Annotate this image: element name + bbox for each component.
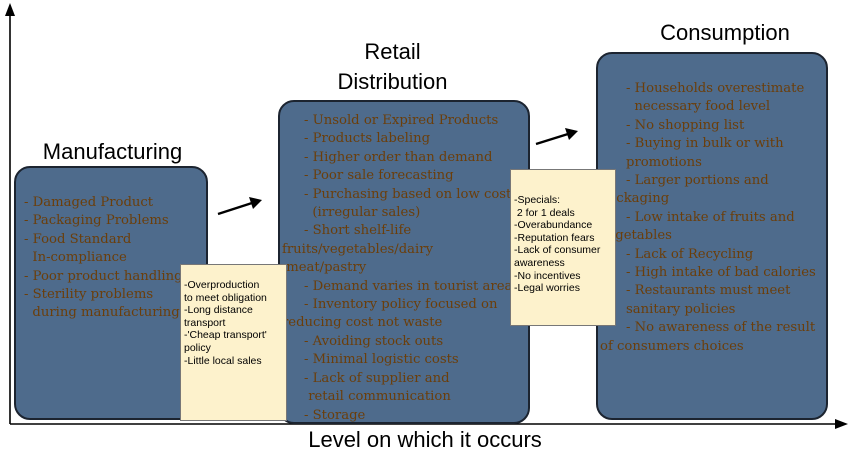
list-item: - Damaged Product — [24, 195, 154, 210]
consumption-causes-list: - Households overestimate necessary food… — [600, 80, 826, 356]
list-item: - Minimal logistic costs — [304, 352, 459, 368]
list-item: - Short shelf-life — [304, 223, 412, 239]
list-item: - Sterility problems — [24, 287, 154, 303]
list-item: In-compliance — [24, 250, 127, 266]
list-item: - Unsold or Expired Products — [304, 113, 499, 128]
note-item: -No incentives — [514, 269, 581, 282]
note-item: -Little local sales — [184, 354, 262, 367]
list-item: of consumers choices — [600, 338, 744, 354]
manufacturing-box: - Damaged Product - Packaging Problems -… — [14, 166, 208, 420]
list-item: - Lack of Recycling — [626, 246, 754, 262]
list-item: retail communication — [304, 389, 451, 405]
list-item: - Buying in bulk or with — [626, 136, 784, 152]
list-item: reducing cost not waste — [282, 315, 443, 331]
manufacturing-causes-list: - Damaged Product - Packaging Problems -… — [24, 194, 206, 323]
list-item: - Inventory policy focused on — [304, 297, 498, 313]
list-item: - Food Standard — [24, 231, 132, 247]
list-item: - High intake of bad calories — [626, 265, 816, 281]
list-item: - No awareness of the result — [626, 320, 816, 336]
list-item: sanitary policies — [626, 301, 736, 317]
manufacturing-title: Manufacturing — [42, 139, 183, 164]
note-item: -Reputation fears — [514, 231, 595, 244]
note-item: awareness — [514, 256, 565, 269]
note-manufacturing-to-retail-list: -Overproduction to meet obligation -Long… — [184, 279, 283, 367]
list-item: - Households overestimate — [626, 81, 805, 96]
list-item: - Poor product handling — [24, 268, 183, 284]
list-item: - Lack of supplier and — [304, 370, 450, 386]
consumption-title: Consumption — [660, 20, 790, 45]
arrowhead-retail-to-consumption — [565, 128, 578, 140]
list-item: necessary food level — [626, 99, 771, 115]
list-item: meat/pastry — [282, 260, 367, 276]
list-item: - Restaurants must meet — [626, 283, 791, 299]
arrow-retail-to-consumption — [535, 132, 569, 146]
note-item: to meet obligation — [184, 291, 267, 304]
note-item: -Specials: — [514, 194, 561, 206]
list-item: promotions — [626, 154, 702, 170]
list-item: - Larger portions and — [626, 173, 769, 189]
list-item: - Storage — [304, 407, 366, 423]
note-retail-to-consumption-list: -Specials: 2 for 1 deals -Overabundance … — [514, 194, 612, 295]
list-item: vegetables — [600, 228, 672, 244]
note-item: 2 for 1 deals — [514, 206, 575, 219]
list-item: - Demand varies in tourist areas — [304, 278, 520, 294]
retail-distribution-box: - Unsold or Expired Products - Products … — [278, 100, 530, 424]
note-item: policy — [184, 341, 211, 354]
list-item: - Products labeling — [304, 131, 431, 147]
note-manufacturing-to-retail: -Overproduction to meet obligation -Long… — [180, 264, 287, 421]
x-axis-label: Level on which it occurs — [308, 427, 542, 452]
note-item: transport — [184, 316, 226, 329]
retail-title-line-1: Retail — [364, 39, 421, 64]
list-item: - Low intake of fruits and — [626, 209, 795, 225]
note-item: -Overproduction — [184, 279, 260, 291]
list-item: - No shopping list — [626, 117, 745, 133]
arrowhead-manufacturing-to-retail — [249, 197, 262, 209]
list-item: fruits/vegetables/dairy — [282, 241, 434, 257]
retail-title-line-2: Distribution — [337, 69, 448, 94]
note-retail-to-consumption: -Specials: 2 for 1 deals -Overabundance … — [510, 169, 616, 326]
list-item: during manufacturing — [24, 305, 180, 321]
list-item: - Higher order than demand — [304, 149, 493, 165]
list-item: (irregular sales) — [304, 205, 421, 221]
note-item: -Overabundance — [514, 219, 593, 232]
list-item: - Avoiding stock outs — [304, 333, 444, 349]
note-item: -Long distance — [184, 304, 253, 317]
list-item: - Packaging Problems — [24, 213, 169, 229]
y-axis-arrowhead — [5, 3, 15, 16]
x-axis-arrowhead — [835, 419, 848, 429]
note-item: -Lack of consumer — [514, 244, 601, 257]
arrow-manufacturing-to-retail — [217, 201, 253, 216]
list-item: - Poor sale forecasting — [304, 168, 454, 184]
retail-causes-list: - Unsold or Expired Products - Products … — [282, 112, 528, 425]
list-item: packaging — [600, 191, 670, 207]
list-item: - Purchasing based on low cost — [304, 186, 512, 202]
consumption-box: - Households overestimate necessary food… — [596, 52, 828, 420]
note-item: -Legal worries — [514, 282, 580, 295]
retail-distribution-title: Retail Distribution — [300, 37, 485, 97]
note-item: -'Cheap transport' — [184, 329, 267, 342]
